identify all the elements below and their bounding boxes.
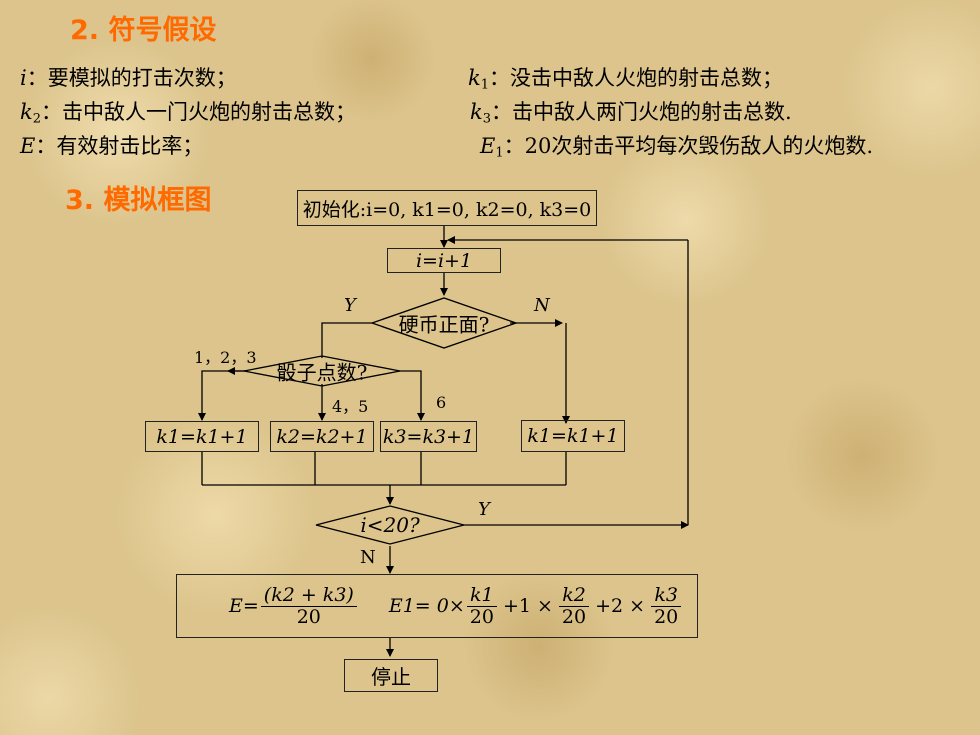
k3-box: k3=k3+1 xyxy=(380,421,477,452)
result-E-denominator: 20 xyxy=(296,605,321,628)
result-fraction-2: k2 20 xyxy=(559,584,589,628)
dice-branch-123-label: 1，2，3 xyxy=(194,348,257,367)
symbol-k2-definition: k2：击中敌人一门火炮的射击总数； xyxy=(20,96,356,126)
symbol-i-definition: i：要模拟的打击次数； xyxy=(20,62,237,92)
symbol-i: i xyxy=(20,66,27,90)
symbol-E-desc: ：有效射击比率； xyxy=(35,134,204,158)
k1-right-box: k1=k1+1 xyxy=(521,420,625,452)
stop-box: 停止 xyxy=(344,659,438,692)
symbol-k3-definition: k3：击中敌人两门火炮的射击总数. xyxy=(470,96,792,126)
result-E-fraction: (k2 + k3) 20 xyxy=(260,584,357,628)
symbol-E: E xyxy=(20,134,36,158)
symbol-k1-desc: ：没击中敌人火炮的射击总数； xyxy=(489,66,784,90)
symbol-E1-desc: ：20次射击平均每次毁伤敌人的火炮数. xyxy=(503,134,874,158)
dice-branch-45-label: 4，5 xyxy=(332,397,369,416)
dice-decision-diamond xyxy=(243,355,401,387)
dice-branch-6-label: 6 xyxy=(436,393,447,412)
symbol-E-definition: E：有效射击比率； xyxy=(20,130,203,160)
symbol-k1: k xyxy=(468,66,481,90)
result-fraction-2-numerator: k2 xyxy=(559,584,589,607)
coin-no-label: N xyxy=(534,295,550,316)
symbol-k2: k xyxy=(20,100,33,124)
symbol-E1-definition: E1：20次射击平均每次毁伤敌人的火炮数. xyxy=(480,130,873,160)
k1-left-box: k1=k1+1 xyxy=(145,421,259,452)
symbol-k1-definition: k1：没击中敌人火炮的射击总数； xyxy=(468,62,783,92)
init-box: 初始化:i=0, k1=0, k2=0, k3=0 xyxy=(297,190,597,226)
result-fraction-3: k3 20 xyxy=(651,584,681,628)
symbol-k2-sub: 2 xyxy=(32,111,42,127)
symbol-k1-sub: 1 xyxy=(480,77,490,93)
result-fraction-3-numerator: k3 xyxy=(651,584,681,607)
loop-decision-diamond xyxy=(315,505,465,545)
section-2-heading: 2. 符号假设 xyxy=(70,15,217,46)
loop-yes-label: Y xyxy=(478,499,490,520)
result-fraction-3-denominator: 20 xyxy=(654,605,679,628)
symbol-E1-sub: 1 xyxy=(495,145,504,161)
symbol-k3-sub: 3 xyxy=(482,111,492,127)
result-E-numerator: (k2 + k3) xyxy=(260,584,357,607)
symbol-E1: E xyxy=(480,134,496,158)
dice-decision-text: 骰子点数? xyxy=(276,360,368,385)
result-fraction-1-numerator: k1 xyxy=(467,584,497,607)
symbol-k3: k xyxy=(470,100,483,124)
section-3-heading: 3. 模拟框图 xyxy=(65,185,212,216)
result-box: E= (k2 + k3) 20 E1= 0× k1 20 +1 × k2 20 … xyxy=(176,574,698,638)
loop-no-label: N xyxy=(360,547,376,568)
result-fraction-2-denominator: 20 xyxy=(561,605,587,628)
result-fraction-1-denominator: 20 xyxy=(469,605,494,628)
loop-decision-text: i<20? xyxy=(360,513,420,537)
result-mid-1: +1 × xyxy=(502,595,553,617)
coin-decision-text: 硬币正面? xyxy=(398,312,490,337)
k2-box: k2=k2+1 xyxy=(270,421,374,452)
coin-yes-label: Y xyxy=(344,295,356,316)
result-E1-prefix: E1= 0× xyxy=(388,595,465,617)
result-mid-2: +2 × xyxy=(595,595,646,617)
result-fraction-1: k1 20 xyxy=(467,584,497,628)
symbol-i-desc: ：要模拟的打击次数； xyxy=(26,66,237,90)
result-E-prefix: E= xyxy=(229,595,259,617)
coin-decision-diamond xyxy=(370,297,518,349)
increment-box: i=i+1 xyxy=(387,248,501,273)
symbol-k3-desc: ：击中敌人两门火炮的射击总数. xyxy=(491,100,792,124)
symbol-k2-desc: ：击中敌人一门火炮的射击总数； xyxy=(41,100,357,124)
